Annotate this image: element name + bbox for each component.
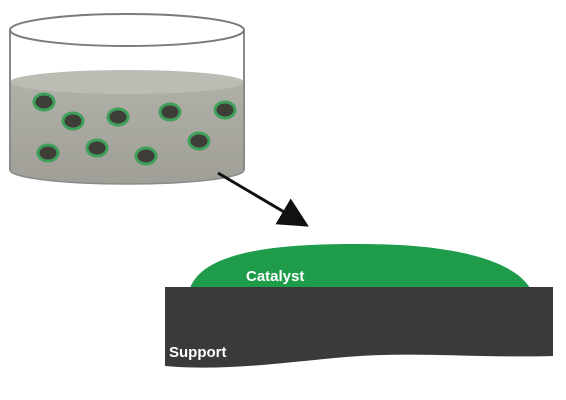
beaker-rim (9, 13, 245, 47)
catalyst-layer (190, 244, 530, 288)
catalyst-particle-icon (187, 131, 211, 151)
support-block (165, 287, 553, 368)
beaker-bottom (9, 169, 245, 185)
catalyst-particle-icon (36, 143, 60, 163)
catalyst-particle-icon (32, 92, 56, 112)
catalyst-particle-icon (158, 102, 182, 122)
particles (32, 92, 237, 166)
beaker-icon (9, 13, 245, 185)
arrow-icon (217, 171, 309, 227)
solution-surface (10, 70, 244, 94)
solution (10, 82, 244, 184)
catalyst-particle-icon (85, 138, 109, 158)
support-label: Support (169, 344, 227, 361)
catalyst-particle-icon (213, 100, 237, 120)
catalyst-particle-icon (106, 107, 130, 127)
catalyst-particle-icon (61, 111, 85, 131)
catalyst-particle-icon (134, 146, 158, 166)
catalyst-label: Catalyst (246, 268, 304, 285)
